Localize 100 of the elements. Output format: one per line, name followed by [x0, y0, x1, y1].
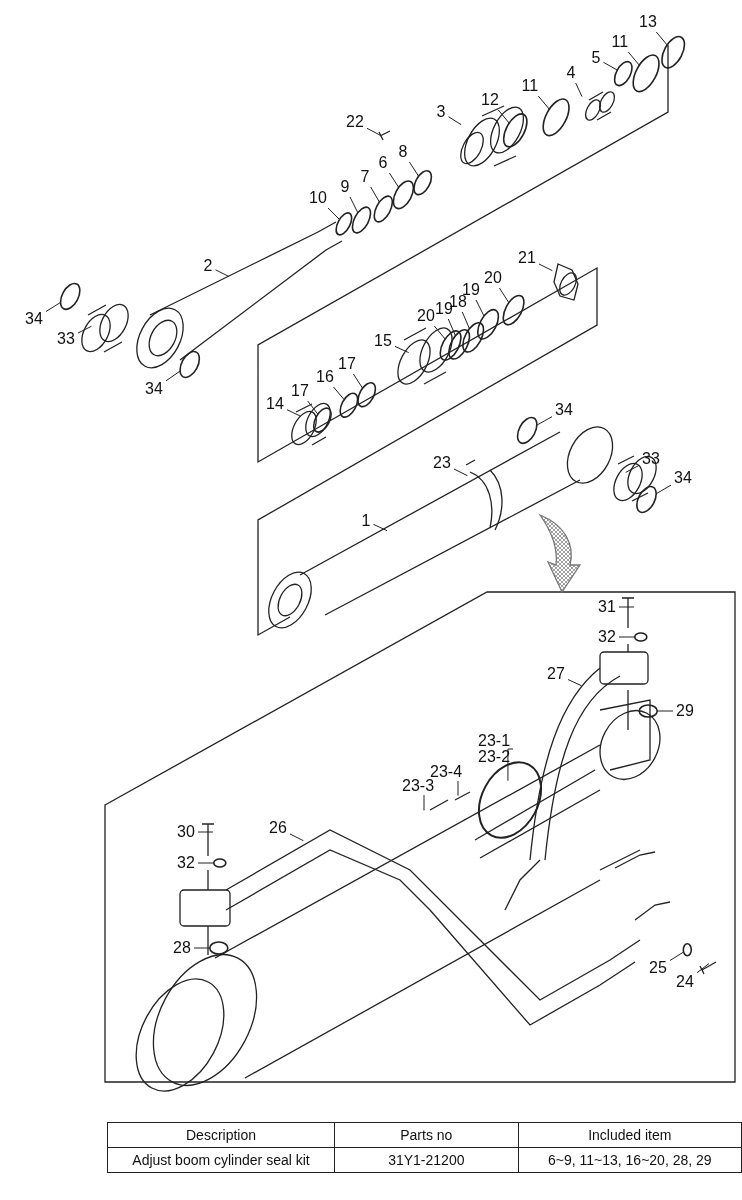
leader-line [656, 710, 674, 712]
callout-number: 15 [373, 333, 393, 349]
callout-number: 30 [176, 824, 196, 840]
leader-line [197, 862, 215, 864]
callout-number: 23-3 [401, 778, 436, 794]
callout-number: 3 [435, 104, 447, 120]
callout-number: 20 [416, 308, 436, 324]
leader-line [433, 325, 446, 340]
callout-number: 5 [590, 50, 602, 66]
leader-line [696, 963, 710, 974]
table-cell: 6~9, 11~13, 16~20, 28, 29 [518, 1147, 742, 1173]
seal-ring [413, 169, 433, 196]
leader-line [497, 109, 510, 124]
leader-line [45, 301, 62, 312]
callout-number: 16 [315, 369, 335, 385]
callout-number: 13 [638, 14, 658, 30]
callout-number: 23-1 23-2 [477, 733, 512, 765]
leader-line [536, 416, 553, 426]
leader-line [352, 373, 364, 389]
table-header-cell: Parts no [334, 1122, 519, 1148]
leader-line [461, 311, 470, 330]
callout-number: 4 [565, 65, 577, 81]
seal-ring [502, 294, 525, 326]
seal-ring [542, 98, 570, 137]
leader-line [286, 409, 301, 417]
leader-line [627, 51, 640, 66]
callout-number: 34 [673, 470, 693, 486]
callout-number: 32 [597, 629, 617, 645]
seal-ring [339, 392, 359, 418]
callout-number: 7 [359, 169, 371, 185]
callout-number: 23-4 [429, 764, 464, 780]
seal-ring [613, 60, 633, 87]
callout-number: 1 [360, 513, 372, 529]
seal-ring [351, 206, 372, 234]
leader-line [307, 400, 319, 415]
callout-number: 2 [202, 258, 214, 274]
callout-number: 29 [675, 703, 695, 719]
leader-line [423, 794, 425, 811]
callout-number: 17 [337, 356, 357, 372]
leader-line [77, 325, 92, 334]
washer [634, 632, 648, 642]
seal-ring [462, 321, 485, 353]
callout-number: 24 [675, 974, 695, 990]
leader-line [165, 370, 181, 382]
seal-ring [373, 195, 394, 223]
seal-ring [392, 180, 415, 210]
leader-line [215, 269, 230, 277]
table-header-cell: Description [107, 1122, 335, 1148]
leader-line [498, 287, 510, 304]
leader-line [538, 263, 553, 272]
table-cell: Adjust boom cylinder seal kit [107, 1147, 335, 1173]
leader-line [567, 679, 583, 687]
seal-ring [357, 381, 377, 408]
leader-line [349, 196, 359, 214]
callout-number: 17 [290, 383, 310, 399]
leader-line [618, 606, 635, 608]
washer [682, 942, 693, 957]
callout-number: 22 [345, 114, 365, 130]
table-header-cell: Included item [518, 1122, 742, 1148]
callout-number: 10 [308, 190, 328, 206]
leader-line [575, 82, 583, 98]
leader-line [507, 748, 514, 782]
leader-line [457, 780, 459, 797]
callout-number: 9 [339, 179, 351, 195]
leader-line [373, 523, 388, 532]
callout-number: 31 [597, 599, 617, 615]
leader-line [618, 636, 636, 638]
seal-ring [59, 282, 81, 311]
callout-number: 11 [520, 78, 540, 94]
leader-line [537, 95, 550, 110]
leader-line [197, 831, 214, 833]
callout-number: 12 [480, 92, 500, 108]
leader-line [289, 833, 304, 842]
seal-ring [439, 330, 462, 361]
leader-line [333, 386, 345, 401]
seal-ring [636, 485, 657, 514]
leader-line [655, 484, 672, 495]
leader-line [394, 345, 410, 354]
seal-ring [661, 35, 686, 69]
washer [209, 941, 229, 955]
callout-number: 8 [397, 144, 409, 160]
leader-line [655, 31, 668, 46]
table-cell: 31Y1-21200 [334, 1147, 519, 1173]
callout-number: 28 [172, 940, 192, 956]
callout-number: 34 [144, 381, 164, 397]
leader-line [366, 127, 381, 136]
leader-line [669, 951, 685, 961]
seal-ring [516, 416, 538, 445]
seal-ring [312, 407, 332, 433]
leader-line [327, 207, 340, 220]
seal-ring [335, 212, 353, 236]
seal-ring [179, 350, 201, 379]
leader-line [475, 299, 485, 317]
leader-line [448, 116, 462, 126]
callout-number: 27 [546, 666, 566, 682]
callout-number: 34 [554, 402, 574, 418]
callout-number: 33 [56, 331, 76, 347]
callout-number: 26 [268, 820, 288, 836]
callout-number: 11 [610, 34, 630, 50]
leader-line [603, 61, 618, 71]
